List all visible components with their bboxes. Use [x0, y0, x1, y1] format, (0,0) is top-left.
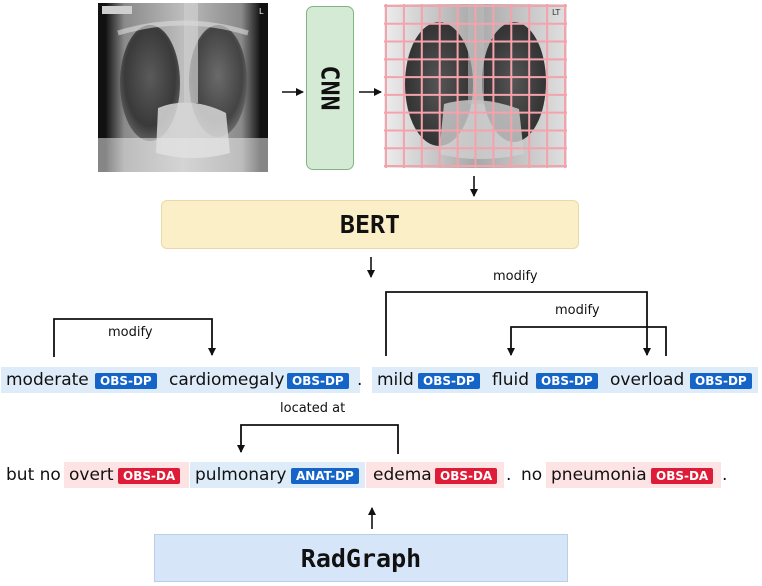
- token-pulmonary: pulmonary: [195, 465, 287, 485]
- radgraph-label: RadGraph: [300, 543, 422, 573]
- tag-edema: OBS-DA: [435, 468, 498, 484]
- tag-pulmonary: ANAT-DP: [291, 468, 359, 484]
- xray-marker-text: L: [259, 7, 264, 16]
- cnn-box: CNN: [306, 6, 354, 170]
- token-fluid: fluid: [492, 370, 529, 390]
- feature-grid-image: LT: [384, 4, 567, 168]
- token-no: no: [521, 465, 543, 485]
- bert-label: BERT: [339, 210, 401, 239]
- token-period-end: .: [722, 465, 728, 485]
- relation-label-modify-1: modify: [108, 325, 153, 340]
- token-period-2: .: [506, 465, 512, 485]
- relation-label-modify-2: modify: [493, 269, 538, 284]
- located-at-bracket-edema-pulmonary: [237, 424, 399, 454]
- token-edema: edema: [373, 465, 432, 485]
- tag-moderate: OBS-DP: [95, 373, 157, 389]
- chest-xray-image: L: [98, 3, 268, 172]
- tag-mild: OBS-DP: [418, 373, 480, 389]
- radgraph-box: RadGraph: [154, 534, 568, 582]
- token-pneumonia: pneumonia: [551, 465, 647, 485]
- tag-fluid: OBS-DP: [536, 373, 598, 389]
- grid-marker-text: LT: [552, 8, 560, 17]
- token-period-1: .: [357, 370, 363, 390]
- modify-bracket-overload-fluid: [507, 326, 667, 356]
- token-moderate: moderate: [6, 370, 89, 390]
- relation-label-modify-3: modify: [555, 303, 600, 318]
- tag-overload: OBS-DP: [690, 373, 752, 389]
- token-but-no: but no: [6, 465, 61, 485]
- relation-label-located-at: located at: [280, 401, 346, 416]
- tag-pneumonia: OBS-DA: [651, 468, 714, 484]
- bert-box: BERT: [161, 200, 579, 249]
- modify-bracket-moderate-cardiomegaly: [53, 318, 216, 357]
- tag-cardiomegaly: OBS-DP: [287, 373, 349, 389]
- token-overload: overload: [610, 370, 685, 390]
- token-cardiomegaly: cardiomegaly: [169, 370, 285, 390]
- token-overt: overt: [69, 465, 114, 485]
- modify-bracket-mild-overload: [385, 291, 651, 356]
- tag-overt: OBS-DA: [118, 468, 181, 484]
- token-mild: mild: [377, 370, 414, 390]
